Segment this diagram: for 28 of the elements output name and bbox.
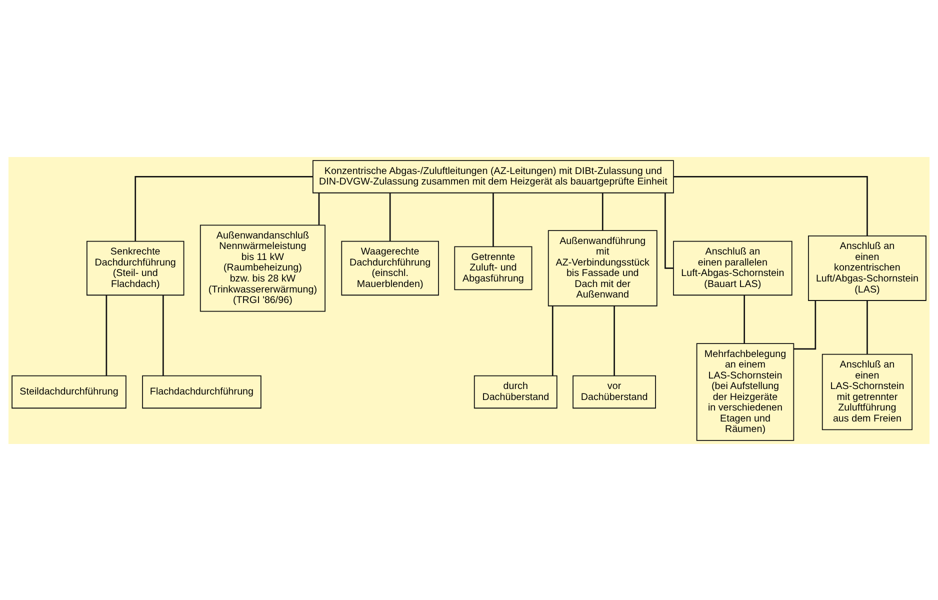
- connector: [664, 192, 674, 268]
- node-box: Mehrfachbelegung an einem LAS-Schornstein (bei Aufstellung der Heizgeräte in verschiedenen Etagen und Räumen): [696, 342, 794, 440]
- connector: [492, 192, 494, 246]
- connector: [552, 306, 554, 376]
- connector: [389, 192, 391, 241]
- node-box: Senkrechte Dachdurchführung (Steil- und Flachdach): [86, 240, 184, 296]
- connector: [318, 192, 320, 224]
- connector: [162, 294, 164, 375]
- node-box: Anschluß an einen konzentrischen Luft/Abgas-Schornstein (LAS): [808, 234, 926, 300]
- connector: [106, 294, 108, 375]
- node-box: vor Dachüberstand: [572, 374, 656, 408]
- connector: [794, 300, 816, 350]
- node-box: durch Dachüberstand: [474, 374, 558, 408]
- node-box: Steildachdurchführung: [12, 374, 126, 408]
- node-box: Anschluß an einen LAS-Schornstein mit getrennter Zuluftführung aus dem Freien: [822, 353, 912, 430]
- connector: [674, 176, 868, 236]
- node-box: Konzentrische Abgas-/Zuluftleitungen (AZ-Leitungen) mit DIBt-Zulassung und DIN-DVGW-Zulassung zusammen mit dem Heizgerät als bauartgeprüfte Einheit: [312, 160, 674, 193]
- connector: [614, 306, 615, 376]
- node-box: Getrennte Zuluft- und Abgasführung: [454, 246, 532, 290]
- connector: [602, 192, 604, 230]
- node-box: Außenwandführung mit AZ-Verbindungsstück bis Fassade und Dach mit der Außenwand: [548, 230, 658, 306]
- node-box: Anschluß an einen parallelen Luft-Abgas-Schornstein (Bauart LAS): [673, 240, 792, 296]
- connector: [744, 294, 746, 343]
- connector: [134, 176, 313, 241]
- node-box: Außenwandanschluß Nennwärmeleistung bis 11 kW (Raumbeheizung) bzw. bis 28 kW (Trinkwassererwärmung) (TRGI '86/96): [200, 224, 326, 312]
- node-box: Waagerechte Dachdurchführung (einschl. Mauerblenden): [341, 240, 439, 296]
- connector: [866, 300, 868, 354]
- node-box: Flachdachdurchführung: [142, 374, 262, 408]
